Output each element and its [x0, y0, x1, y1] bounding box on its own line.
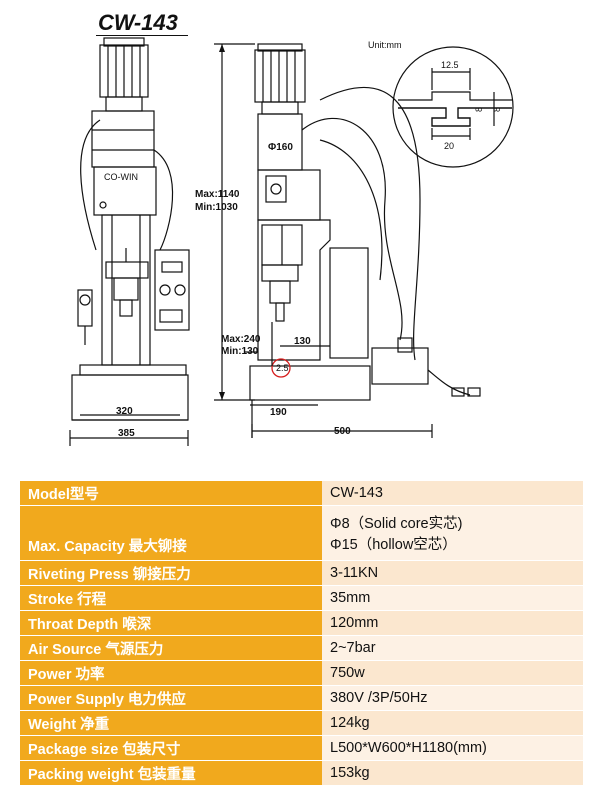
spec-key: Stroke 行程 [20, 585, 322, 611]
spec-key: Air Source 气源压力 [20, 635, 322, 661]
spec-value-line: 35mm [330, 590, 371, 606]
spec-value: 124kg [322, 710, 583, 736]
tslot-top-dimension: 12.5 [441, 60, 459, 70]
spec-value: 120mm [322, 610, 583, 636]
spec-value: L500*W600*H1180(mm) [322, 735, 583, 761]
spec-value-line: 2~7bar [330, 640, 376, 656]
spindle-dimension: Φ160 [268, 142, 293, 153]
spec-row: Power Supply 电力供应 380V /3P/50Hz [20, 685, 583, 711]
spec-value-line: 3-11KN [330, 565, 379, 581]
spec-key: Max. Capacity 最大铆接 [20, 505, 322, 561]
spec-row: Max. Capacity 最大铆接 Φ8（Solid core实芯) Φ15（ho… [20, 505, 583, 561]
spec-value-line: 124kg [330, 715, 370, 731]
spec-key: Model型号 [20, 481, 322, 506]
spec-row: Model型号 CW-143 [20, 481, 583, 506]
spec-value-line: Φ15（hollow空芯） [330, 537, 457, 553]
spec-value: Φ8（Solid core实芯) Φ15（hollow空芯） [322, 505, 583, 561]
spec-key: Packing weight 包装重量 [20, 760, 322, 786]
min-height-label: Min:1030 [195, 202, 238, 213]
spec-value: 35mm [322, 585, 583, 611]
min-stroke-label: Min:130 [221, 346, 259, 357]
control-box [154, 249, 190, 331]
small-dimension: 2.5 [276, 363, 289, 373]
spec-value: 750w [322, 660, 583, 686]
spec-key: Power Supply 电力供应 [20, 685, 322, 711]
spec-key: Throat Depth 喉深 [20, 610, 322, 636]
base-dimension-190: 190 [270, 407, 287, 418]
spec-value-line: 120mm [330, 615, 379, 631]
spec-row: Riveting Press 铆接压力 3-11KN [20, 560, 583, 586]
spec-key: Package size 包装尺寸 [20, 735, 322, 761]
spec-value-line: 153kg [330, 765, 370, 781]
spec-value: 3-11KN [322, 560, 583, 586]
throat-dimension: 130 [294, 336, 311, 347]
title-underline [96, 35, 188, 36]
spec-value-line: 380V /3P/50Hz [330, 690, 428, 706]
spec-value: CW-143 [322, 481, 583, 506]
spec-value: 2~7bar [322, 635, 583, 661]
spec-value-line: CW-143 [330, 485, 383, 501]
c-frame [257, 219, 331, 361]
width-dimension-320: 320 [116, 406, 133, 417]
side-base [249, 365, 371, 401]
spec-key: Weight 净重 [20, 710, 322, 736]
spec-row: Power 功率 750w [20, 660, 583, 686]
spec-row: Weight 净重 124kg [20, 710, 583, 736]
unit-label: Unit:mm [368, 40, 402, 50]
spec-row: Stroke 行程 35mm [20, 585, 583, 611]
machine-drawing: CO-WIN Φ160 Max:1140 Min:1030 Max:240 Mi… [69, 37, 514, 446]
width-dimension-385: 385 [118, 428, 135, 439]
tslot-right-dimension: 8 [492, 107, 502, 112]
max-stroke-label: Max:240 [221, 334, 261, 345]
model-title: CW-143 [98, 10, 178, 35]
spec-value-line: 750w [330, 665, 365, 681]
spec-row: Air Source 气源压力 2~7bar [20, 635, 583, 661]
spec-value: 153kg [322, 760, 583, 786]
spec-value-line: L500*W600*H1180(mm) [330, 740, 487, 756]
spec-value: 380V /3P/50Hz [322, 685, 583, 711]
spec-row: Package size 包装尺寸 L500*W600*H1180(mm) [20, 735, 583, 761]
tslot-bottom-dimension: 20 [444, 141, 454, 151]
spec-value-line: Φ8（Solid core实芯) [330, 516, 463, 532]
tslot-depth-dimension: 8 [474, 107, 484, 112]
tslot-detail-circle [392, 46, 514, 168]
brand-label: CO-WIN [104, 172, 138, 182]
max-height-label: Max:1140 [195, 189, 240, 200]
spec-row: Packing weight 包装重量 153kg [20, 760, 583, 786]
spec-row: Throat Depth 喉深 120mm [20, 610, 583, 636]
width-dimension-500: 500 [334, 426, 351, 437]
spec-key: Power 功率 [20, 660, 322, 686]
spec-key: Riveting Press 铆接压力 [20, 560, 322, 586]
